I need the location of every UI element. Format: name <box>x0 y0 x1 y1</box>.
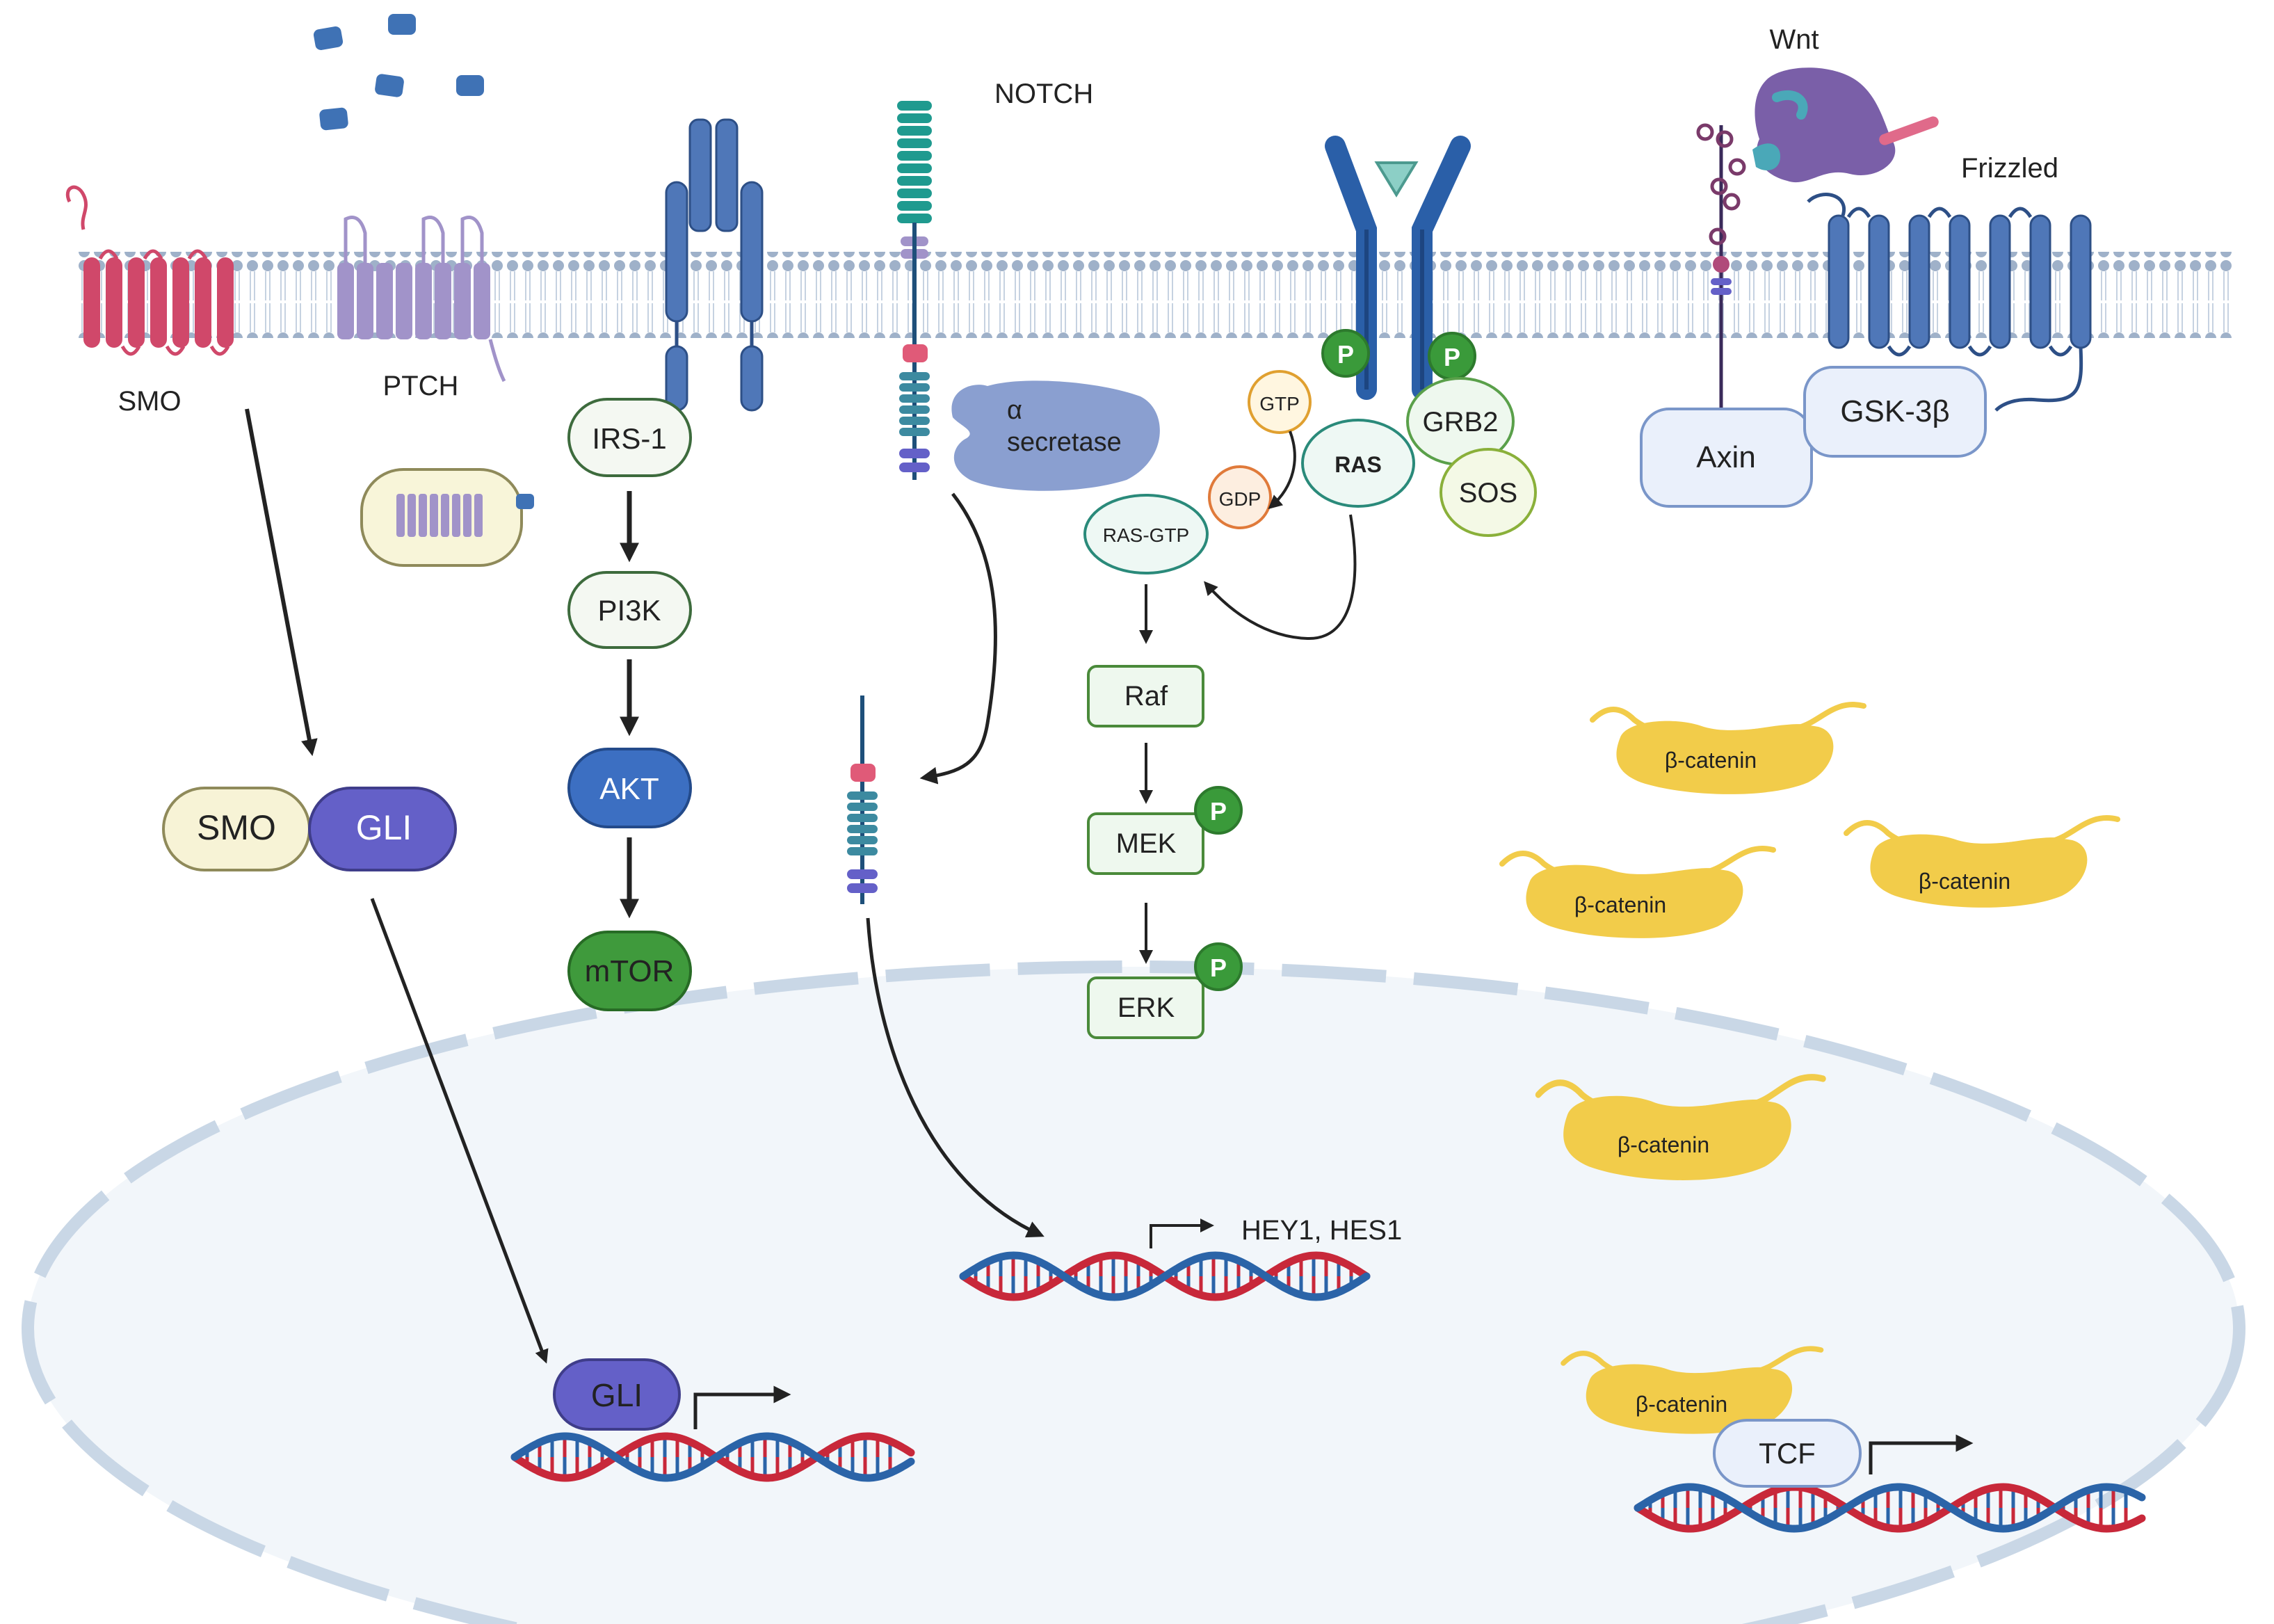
notch-receptor <box>897 101 932 480</box>
alpha-secretase <box>951 380 1160 491</box>
mek-label: MEK <box>1116 828 1177 859</box>
axin-label: Axin <box>1696 440 1756 474</box>
beta-catenin-4-label: β-catenin <box>1618 1132 1709 1157</box>
gli-node <box>308 787 457 871</box>
raf-node <box>1087 665 1204 727</box>
beta-catenin-5-label: β-catenin <box>1636 1392 1727 1417</box>
wnt-ligand <box>1752 67 1939 183</box>
notch-cleavage-arrow <box>919 492 997 785</box>
ptch-receptor <box>337 216 506 383</box>
mtor-node <box>567 931 692 1011</box>
erk-label: ERK <box>1118 992 1175 1023</box>
ras-label: RAS <box>1334 452 1382 477</box>
gsk3b-node <box>1803 366 1987 458</box>
smo-receptor <box>65 185 234 356</box>
smo-to-complex-arrow <box>245 408 318 757</box>
gtp-to-gdp-arrow <box>1268 431 1296 509</box>
ptch-vesicle <box>360 468 534 567</box>
gsk3b-label: GSK-3β <box>1840 394 1949 428</box>
gli-to-nucleus-arrow <box>370 898 549 1364</box>
axin-node <box>1640 408 1813 508</box>
phospho-label-mek: P <box>1210 797 1227 826</box>
hey-hes-label: HEY1, HES1 <box>1241 1215 1402 1246</box>
ptch-label: PTCH <box>383 371 459 401</box>
notch-transcription-arrow <box>1150 1219 1214 1248</box>
frizzled-receptor <box>1807 193 2092 412</box>
gtp-node <box>1248 370 1312 434</box>
akt-node <box>567 748 692 828</box>
wnt-label: Wnt <box>1769 24 1819 55</box>
beta-catenin-2-label: β-catenin <box>1574 892 1666 917</box>
dna-strand <box>510 1432 915 1482</box>
hedgehog-ligands <box>313 14 484 131</box>
sos-node <box>1440 448 1537 537</box>
beta-catenin-3-label: β-catenin <box>1919 869 2010 894</box>
beta-catenin-1-label: β-catenin <box>1665 748 1757 773</box>
phospho-label-erk: P <box>1210 954 1227 982</box>
ras-gtp-label: RAS-GTP <box>1103 524 1189 546</box>
sos-label: SOS <box>1459 478 1517 508</box>
dna-gli-target <box>510 1432 915 1482</box>
gtp-label: GTP <box>1259 393 1300 415</box>
mek-node <box>1087 812 1204 875</box>
rtk-receptor <box>1325 136 1471 400</box>
ras-gtp-node <box>1083 494 1209 574</box>
secretase-label: secretase <box>1007 428 1122 457</box>
irs1-label: IRS-1 <box>592 422 666 455</box>
ras-node <box>1301 419 1415 508</box>
gli-nuclear-node <box>553 1358 681 1431</box>
nicd-fragment <box>847 696 878 904</box>
irs1-node <box>567 398 692 477</box>
gli-nuclear-label: GLI <box>591 1377 643 1413</box>
beta-catenin-3 <box>1846 818 2118 908</box>
dna-strand <box>1634 1483 2146 1533</box>
dna-wnt-target <box>1634 1483 2146 1533</box>
tcf-label: TCF <box>1759 1437 1816 1470</box>
tcf-node <box>1713 1419 1862 1488</box>
gli-node-label: GLI <box>356 808 412 847</box>
phospho-label-rtk-right: P <box>1444 343 1460 371</box>
pi3k-label: PI3K <box>597 594 661 627</box>
nicd-to-nucleus-arrow <box>866 917 1045 1238</box>
notch-label: NOTCH <box>994 79 1093 109</box>
gdp-label: GDP <box>1219 488 1261 510</box>
irs-receptor <box>665 118 764 412</box>
smo-label: SMO <box>118 386 181 417</box>
raf-label: Raf <box>1124 681 1168 711</box>
smo-node-label: SMO <box>197 808 276 847</box>
dna-strand <box>959 1251 1371 1301</box>
mtor-label: mTOR <box>585 954 675 988</box>
ras-to-ras-gtp-arrow <box>1204 514 1357 641</box>
dna-notch-target <box>959 1251 1371 1301</box>
erk-node <box>1087 976 1204 1039</box>
wnt-transcription-arrow <box>1869 1434 1974 1474</box>
pi3k-node <box>567 571 692 649</box>
secretase-alpha-symbol: α <box>1007 396 1022 425</box>
frizzled-label: Frizzled <box>1961 153 2058 184</box>
gli-transcription-arrow <box>693 1385 791 1429</box>
akt-label: AKT <box>599 772 659 806</box>
smo-gli-complex: SMO GLI <box>162 787 457 871</box>
grb2-label: GRB2 <box>1423 407 1499 437</box>
phospho-label-rtk-left: P <box>1337 340 1354 369</box>
lrp-coreceptor <box>1696 123 1746 417</box>
